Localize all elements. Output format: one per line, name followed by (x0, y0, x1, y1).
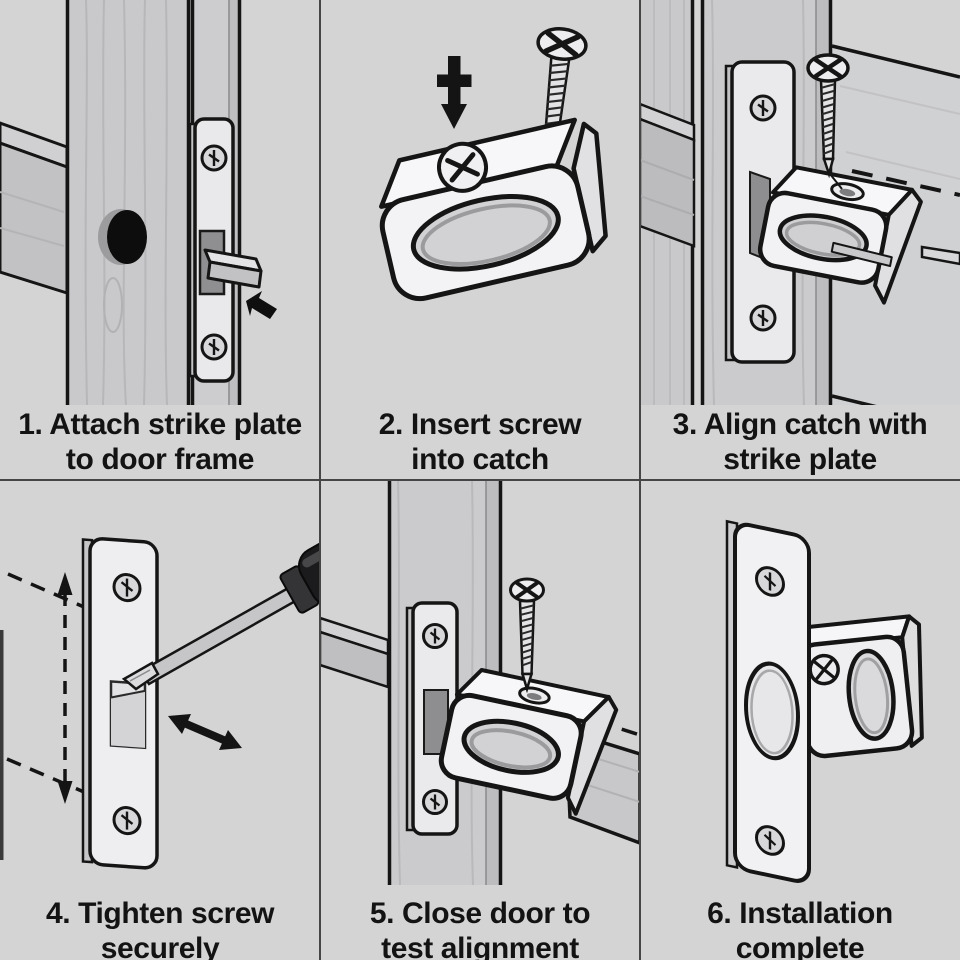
screw-hole (830, 182, 865, 202)
plate-screw-icon (112, 806, 142, 836)
catch (438, 667, 619, 816)
strike-plate (725, 519, 811, 883)
step-5-panel: 5. Close door to test alignment (320, 480, 640, 960)
plate-screw-icon (200, 333, 228, 361)
latch-slot (109, 680, 147, 750)
step-caption: 5. Close door to test alignment (369, 897, 591, 960)
plate-screw-icon (422, 623, 448, 649)
plate-screw-icon (749, 94, 777, 122)
door-knob-hole (98, 209, 147, 265)
step-4-illustration (0, 495, 320, 870)
catch-screw-icon (808, 653, 840, 686)
step-caption: 6. Installation complete (707, 897, 893, 960)
door-rail (0, 121, 69, 296)
step-2-illustration (379, 27, 608, 302)
plate-screw-icon (755, 566, 785, 597)
latch-bolt (203, 248, 263, 289)
panel-divider-horizontal (0, 478, 960, 481)
step-2-panel: 2. Insert screw into catch (320, 0, 640, 480)
plate-screw-icon (755, 825, 785, 856)
plate-screw-icon (200, 144, 228, 172)
step-4-panel: 4. Tighten screw securely (0, 480, 320, 960)
plus-arrow-icon (437, 56, 472, 129)
door-stile (65, 0, 191, 405)
plate-screw-icon (422, 789, 448, 815)
adjust-arrow-icon (168, 714, 242, 750)
plate-screw-icon (112, 573, 142, 603)
catch-screw-icon (437, 141, 489, 193)
step-1-illustration (0, 0, 277, 405)
step-caption: 4. Tighten screw securely (45, 897, 275, 960)
strike-plate (81, 537, 159, 870)
cropped-edge (0, 630, 4, 860)
catch (757, 165, 923, 305)
step-6-illustration (725, 519, 924, 883)
side-jamb (640, 0, 696, 405)
screw-icon (509, 577, 545, 694)
step-3-illustration (640, 0, 960, 405)
step-1-panel: 1. Attach strike plate to door frame (0, 0, 320, 480)
catch (797, 614, 924, 759)
measurement-guides (6, 572, 85, 804)
plate-oval-hole (744, 661, 800, 761)
step-5-illustration (320, 480, 640, 885)
latch-bar (920, 245, 960, 266)
screw-icon (806, 53, 850, 190)
step-6-panel: 6. Installation complete (640, 480, 960, 960)
alignment-dashes (851, 169, 960, 197)
screwdriver-icon (121, 495, 320, 691)
door-rail (320, 616, 390, 689)
pointer-arrow-icon (246, 291, 277, 319)
step-3-panel: 3. Align catch with strike plate (640, 0, 960, 480)
plate-screw-icon (749, 304, 777, 332)
step-caption: 3. Align catch with strike plate (672, 408, 928, 476)
step-caption: 2. Insert screw into catch (378, 408, 582, 476)
catch (379, 117, 608, 302)
latch-bar (830, 241, 893, 268)
step-caption: 1. Attach strike plate to door frame (18, 408, 302, 476)
